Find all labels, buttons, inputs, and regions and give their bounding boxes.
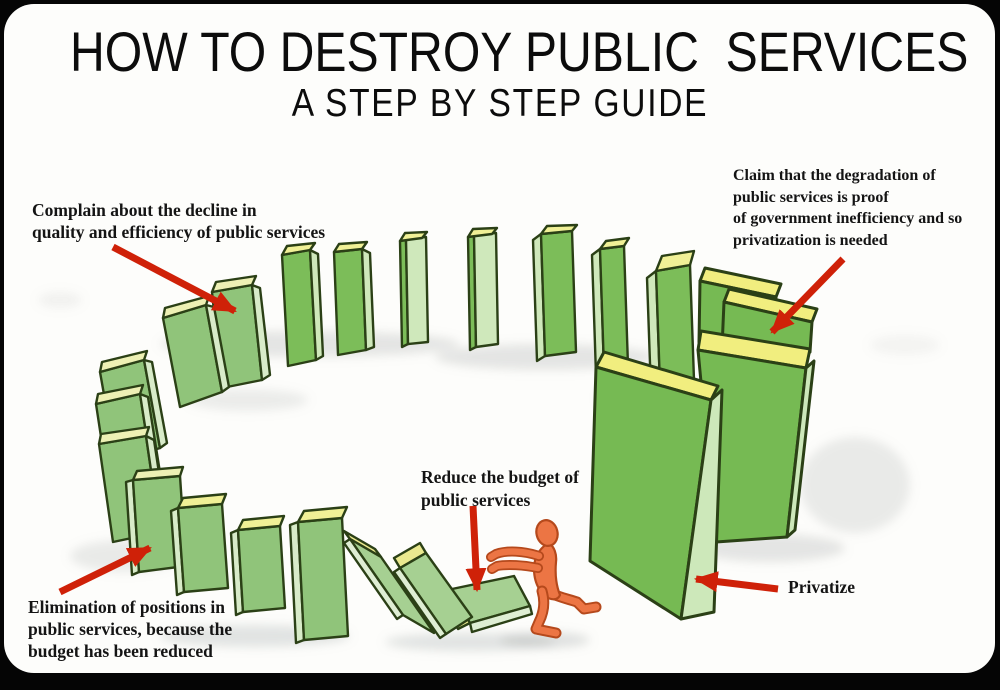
annotation-line: Privatize	[788, 577, 856, 597]
arrow-reduce	[465, 505, 487, 593]
domino-tipping-2	[392, 541, 474, 640]
annotation-line: Claim that the degradation of	[733, 167, 936, 184]
annotation-complain: Complain about the decline in quality an…	[32, 199, 325, 243]
annotation-line: public services, because the	[28, 619, 233, 639]
domino-left-lean-1	[161, 294, 231, 409]
poster-subtitle: A STEP BY STEP GUIDE	[291, 82, 709, 125]
annotation-line: Complain about the decline in	[32, 200, 257, 220]
annotation-elimination: Elimination of positions in public servi…	[28, 596, 232, 662]
domino-front-left-2	[229, 514, 287, 617]
domino-top-arc-3	[398, 230, 430, 349]
arrow-complain	[111, 243, 237, 315]
domino-top-arc-5	[531, 223, 579, 363]
annotation-line: of government inefficiency and so	[733, 210, 963, 227]
annotation-arrows	[58, 243, 846, 596]
domino-tipping-1	[342, 529, 436, 635]
domino-top-arc-4	[466, 226, 500, 352]
annotation-line: budget has been reduced	[28, 641, 213, 661]
annotation-reduce: Reduce the budget of public services	[421, 466, 579, 512]
annotation-line: Elimination of positions in	[28, 597, 225, 617]
annotation-line: public services	[421, 490, 531, 510]
domino-front-left-3	[288, 505, 350, 645]
annotation-line: Reduce the budget of	[421, 467, 579, 487]
domino-top-arc-1	[280, 241, 325, 368]
figure-head	[535, 519, 559, 547]
domino-front-left-1	[169, 492, 230, 597]
domino-top-arc-2	[332, 240, 376, 357]
giant-domino-front	[588, 350, 724, 621]
orange-figure-pushing	[486, 519, 602, 639]
arrow-elimination	[58, 544, 152, 596]
poster-title: HOW TO DESTROY PUBLIC SERVICES	[70, 20, 969, 83]
domino-top-arc-7	[645, 249, 696, 394]
annotation-privatize: Privatize	[788, 576, 855, 598]
annotation-line: public services is proof	[733, 188, 889, 206]
arrow-claim	[769, 256, 846, 335]
annotation-line: quality and efficiency of public service…	[32, 222, 326, 242]
annotation-claim: Claim that the degradation of public ser…	[733, 165, 962, 251]
domino-ring	[94, 223, 819, 645]
giant-domino-back	[696, 329, 816, 544]
annotation-line: privatization is needed	[733, 231, 888, 249]
domino-top-arc-6	[590, 236, 631, 377]
arrow-privatize	[693, 571, 779, 593]
